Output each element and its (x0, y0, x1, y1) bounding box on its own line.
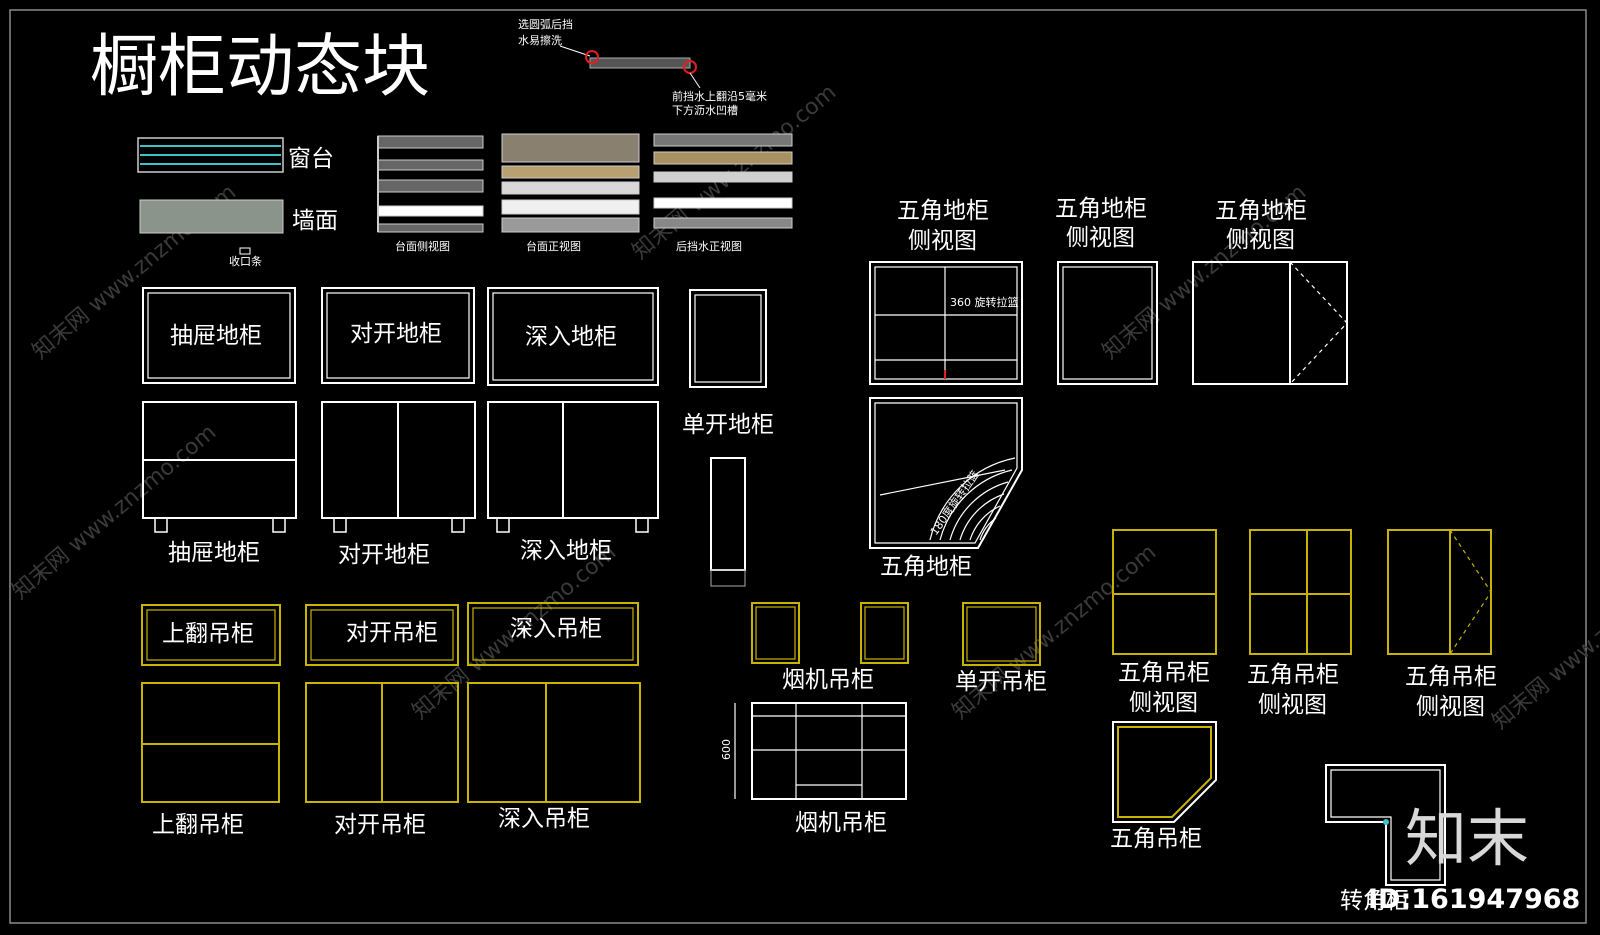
base-cabinet-top-drawer: 抽屉地柜 (142, 287, 296, 384)
hood-wall-cabinet-top: 烟机吊柜 (751, 602, 909, 693)
window-sill-swatch (137, 137, 284, 173)
cabinet-label: 单开吊柜 (955, 669, 1047, 695)
wall-cabinet-front-deep: 深入吊柜 (467, 682, 641, 832)
cabinet-label: 五角地柜 (1055, 196, 1147, 222)
rotate-label: 360 旋转拉篮 (950, 295, 1019, 309)
note-line: 下方沥水凹槽 (672, 103, 738, 117)
note-line: 前挡水上翻沿5毫米 (672, 89, 767, 103)
pent-base-side-2: 五角地柜 侧视图 (1055, 196, 1158, 385)
base-cabinet-front-double: 对开地柜 (321, 401, 476, 568)
pent-base-plan: 180度旋转拉篮 五角地柜 (869, 397, 1023, 580)
cabinet-label: 烟机吊柜 (795, 810, 887, 836)
wall-cabinet-front-double: 对开吊柜 (305, 682, 459, 838)
counter-side-label: 台面侧视图 (395, 239, 450, 253)
brand-logo: 知末 (1405, 802, 1529, 875)
cabinet-label: 抽屉地柜 (170, 323, 262, 349)
cabinet-label: 深入吊柜 (498, 806, 590, 832)
backsplash-front-view: 后挡水正视图 (653, 133, 793, 253)
hood-wall-cabinet-front: 600 烟机吊柜 (720, 702, 907, 836)
marker-circle (585, 50, 599, 64)
pent-wall-plan: 五角吊柜 (1110, 721, 1217, 852)
single-wall-cabinet: 单开吊柜 (955, 602, 1047, 695)
cabinet-label: 深入地柜 (525, 324, 617, 350)
pent-wall-side-3: 五角吊柜 侧视图 (1387, 529, 1497, 720)
drawing-frame (9, 9, 1587, 924)
cabinet-label: 侧视图 (1258, 692, 1327, 718)
cabinet-label: 抽屉地柜 (168, 540, 260, 566)
backsplash-label: 后挡水正视图 (676, 239, 742, 253)
wall-face-label: 墙面 (292, 208, 338, 234)
trim-label: 收口条 (229, 254, 262, 268)
wall-cabinet-top-double: 对开吊柜 (305, 604, 459, 666)
cabinet-label: 侧视图 (1226, 227, 1295, 253)
cabinet-label: 五角地柜 (897, 198, 989, 224)
pent-wall-side-2: 五角吊柜 侧视图 (1247, 529, 1352, 718)
single-base-front (710, 457, 746, 587)
cabinet-label: 对开吊柜 (346, 620, 438, 646)
counter-front-view: 台面正视图 (501, 133, 640, 253)
cabinet-label: 对开吊柜 (334, 812, 426, 838)
cabinet-label: 烟机吊柜 (782, 667, 874, 693)
watermark-text: 知末网 www.znzmo.com (1488, 550, 1600, 735)
wall-face-swatch (139, 199, 284, 234)
page-title: 橱柜动态块 (90, 28, 430, 107)
cabinet-label: 转角柜 (1340, 888, 1409, 914)
cabinet-label: 五角吊柜 (1110, 826, 1202, 852)
dimension-label: 600 (720, 739, 733, 760)
cabinet-label: 五角吊柜 (1405, 664, 1497, 690)
cabinet-label: 对开地柜 (350, 321, 442, 347)
counter-front-label: 台面正视图 (526, 239, 581, 253)
cabinet-label: 侧视图 (1416, 694, 1485, 720)
cabinet-label: 五角地柜 (1215, 198, 1307, 224)
cabinet-label: 五角吊柜 (1247, 662, 1339, 688)
base-cabinet-front-deep: 深入地柜 (487, 401, 659, 564)
single-base-top: 单开地柜 (682, 289, 774, 438)
cabinet-label: 侧视图 (1066, 225, 1135, 251)
window-sill-label: 窗台 (288, 146, 334, 172)
cabinet-label: 上翻吊柜 (152, 812, 244, 838)
cabinet-label: 对开地柜 (338, 542, 430, 568)
edge-detail: 选圆弧后挡 水易擦洗 前挡水上翻沿5毫米 下方沥水凹槽 (518, 17, 767, 117)
watermark-text: 知末网 www.znzmo.com (8, 420, 221, 605)
pent-base-side-3: 五角地柜 侧视图 (1192, 198, 1348, 385)
cabinet-label: 上翻吊柜 (162, 621, 254, 647)
pent-base-side-1: 五角地柜 侧视图 360 旋转拉篮 (869, 198, 1023, 385)
pent-wall-side-1: 五角吊柜 侧视图 (1112, 529, 1217, 716)
wall-cabinet-top-flip: 上翻吊柜 (141, 604, 281, 666)
cabinet-label: 深入地柜 (520, 538, 612, 564)
cabinet-label: 五角吊柜 (1118, 660, 1210, 686)
base-cabinet-front-drawer: 抽屉地柜 (142, 401, 297, 566)
note-line: 水易擦洗 (518, 33, 562, 47)
counter-side-view: 台面侧视图 (377, 135, 484, 253)
cabinet-label: 侧视图 (1129, 690, 1198, 716)
legend: 窗台 墙面 收口条 (137, 137, 338, 268)
cabinet-label: 五角地柜 (880, 554, 972, 580)
cabinet-label: 深入吊柜 (510, 616, 602, 642)
wall-cabinet-front-flip: 上翻吊柜 (141, 682, 280, 838)
base-cabinet-top-double: 对开地柜 (321, 287, 475, 384)
base-cabinet-top-deep: 深入地柜 (487, 287, 659, 386)
id-label: ID:161947968 (1368, 884, 1580, 915)
wall-cabinet-top-deep: 深入吊柜 (467, 602, 639, 666)
note-line: 选圆弧后挡 (518, 17, 573, 31)
cabinet-label: 单开地柜 (682, 412, 774, 438)
cabinet-label: 侧视图 (908, 228, 977, 254)
corner-cabinet: 转角柜 (1325, 764, 1446, 914)
